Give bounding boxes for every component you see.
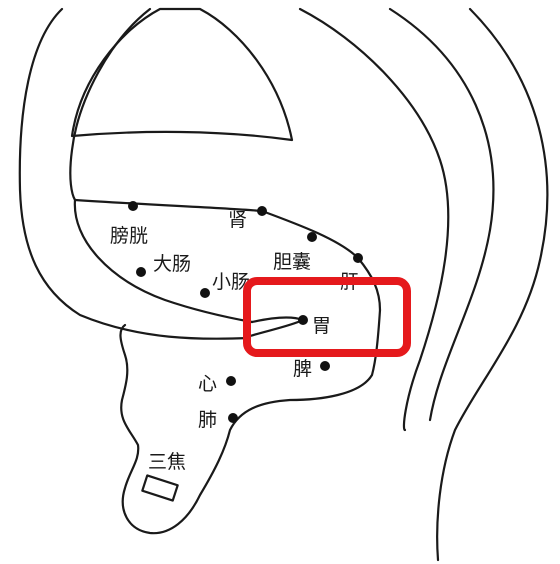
bladder-label: 膀胱 xyxy=(110,225,148,247)
kidney-dot xyxy=(257,206,267,216)
gallbladder-dot xyxy=(307,232,317,242)
stomach-label: 胃 xyxy=(312,315,331,337)
heart-label: 心 xyxy=(198,373,217,395)
spleen-dot xyxy=(320,361,330,371)
sanjiao-label: 三焦 xyxy=(148,451,186,473)
intertragic-notch-box xyxy=(142,475,177,500)
stomach-dot xyxy=(298,315,308,325)
ear-back-contour-2 xyxy=(390,9,493,420)
triangular-fossa-outline xyxy=(72,9,292,140)
lung-label: 肺 xyxy=(198,409,217,431)
helix-crus-outline xyxy=(250,317,303,336)
small-intestine-dot xyxy=(200,288,210,298)
large-intestine-dot xyxy=(136,267,146,277)
gallbladder-label: 胆囊 xyxy=(273,251,311,273)
kidney-label: 肾 xyxy=(228,209,247,231)
large-intestine-label: 大肠 xyxy=(153,253,191,275)
spleen-label: 脾 xyxy=(293,358,312,380)
ear-back-contour-3 xyxy=(437,9,547,560)
heart-dot xyxy=(226,376,236,386)
bladder-dot xyxy=(128,201,138,211)
liver-dot xyxy=(353,253,363,263)
lung-dot xyxy=(228,413,238,423)
